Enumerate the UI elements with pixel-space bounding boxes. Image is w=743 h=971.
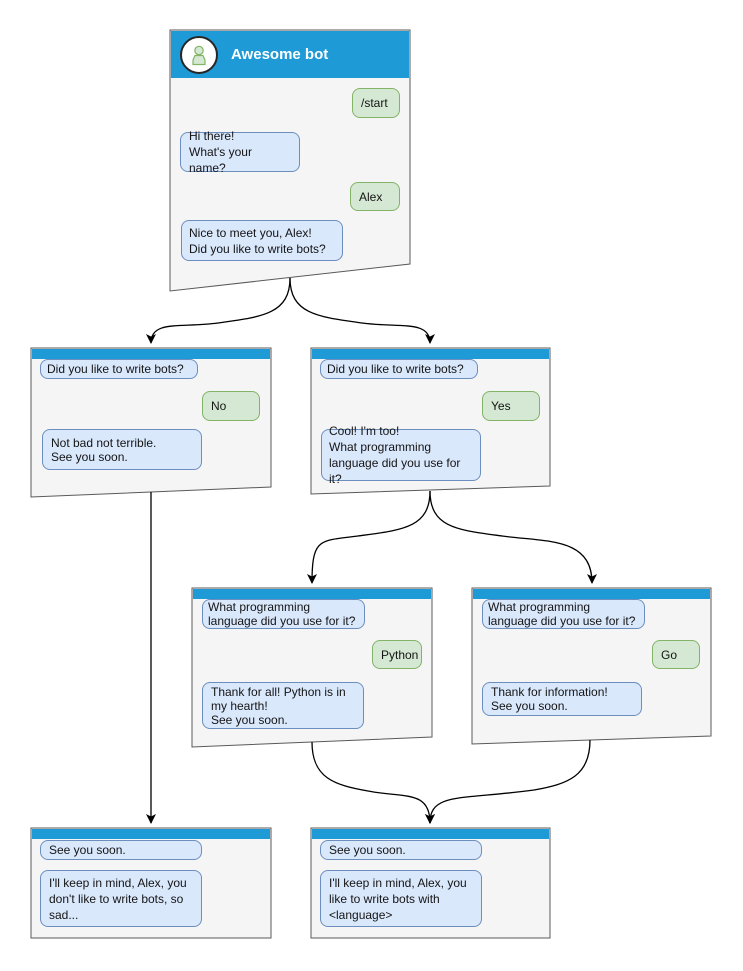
branch-no-titlebar: [32, 349, 270, 359]
end-no-reply: I'll keep in mind, Alex, you don't like …: [40, 870, 202, 927]
branch-python-answer: Python: [372, 640, 422, 669]
message-bubble-nice: Nice to meet you, Alex! Did you like to …: [181, 220, 343, 261]
end-yes-reply: I'll keep in mind, Alex, you like to wri…: [320, 870, 482, 927]
branch-python-question: What programming language did you use fo…: [202, 599, 365, 629]
message-bubble-alex: Alex: [350, 182, 400, 211]
branch-yes-answer: Yes: [482, 391, 540, 421]
branch-go-titlebar: [473, 589, 710, 599]
branch-yes-reply: Cool! I'm too! What programming language…: [321, 424, 481, 486]
end-no-question: See you soon.: [40, 840, 202, 860]
branch-no-answer: No: [202, 391, 260, 421]
connector-branch-yes-to-python: [307, 490, 431, 584]
connector-go-to-end-yes: [425, 739, 591, 824]
person-icon: [192, 45, 206, 65]
branch-go-reply: Thank for information! See you soon.: [482, 682, 642, 716]
bot-avatar: [180, 35, 218, 74]
connector-root-to-branch-yes: [289, 277, 435, 344]
branch-yes-titlebar: [312, 349, 549, 359]
end-yes-titlebar: [312, 829, 549, 839]
branch-python-titlebar: [193, 589, 431, 599]
branch-python-reply: Thank for all! Python is in my hearth! S…: [202, 682, 364, 729]
branch-go-question: What programming language did you use fo…: [482, 599, 645, 629]
connector-branch-yes-to-go: [429, 490, 597, 584]
connector-root-to-branch-no: [146, 277, 291, 344]
branch-no-question: Did you like to write bots?: [40, 359, 198, 379]
branch-yes-question: Did you like to write bots?: [320, 359, 478, 379]
branch-go-answer: Go: [652, 640, 700, 669]
branch-no-reply: Not bad not terrible. See you soon.: [42, 429, 202, 470]
root-window-titlebar: Awesome bot: [171, 31, 409, 78]
end-no-titlebar: [32, 829, 270, 839]
connector-python-to-end-yes: [311, 741, 435, 824]
bot-title: Awesome bot: [231, 46, 329, 63]
message-bubble-hi: Hi there! What's your name?: [180, 129, 300, 175]
end-yes-question: See you soon.: [320, 840, 482, 860]
message-bubble-start: /start: [352, 88, 400, 118]
